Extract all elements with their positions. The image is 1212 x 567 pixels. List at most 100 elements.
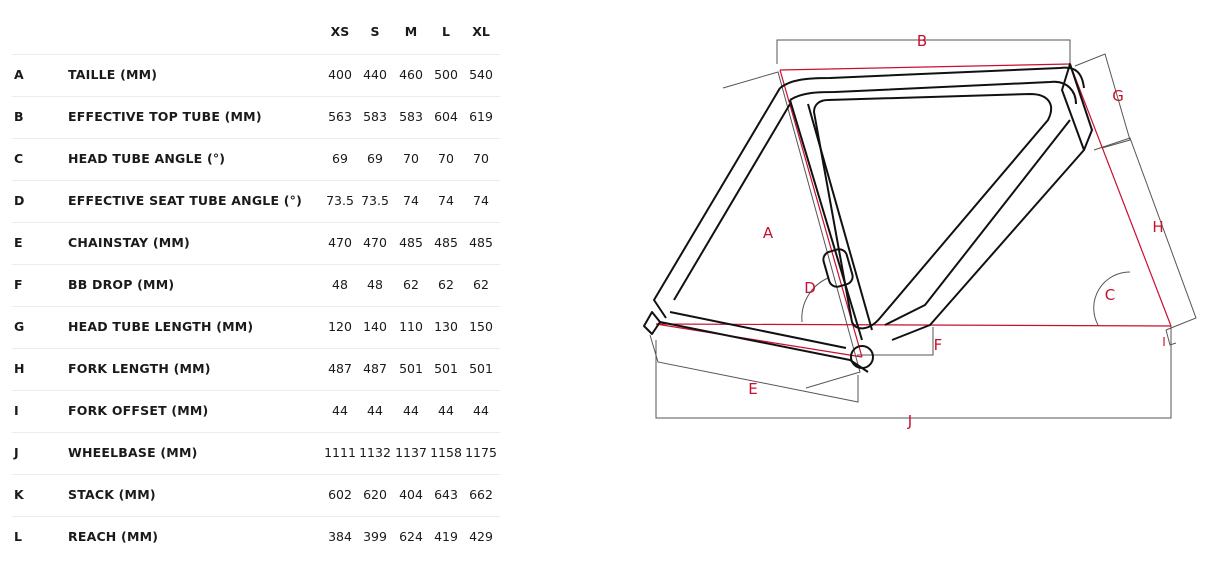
table-cell: 604 xyxy=(434,109,458,124)
row-key: C xyxy=(14,151,24,166)
table-cell: 404 xyxy=(399,487,423,502)
table-cell: 74 xyxy=(403,193,419,208)
table-cell: 44 xyxy=(332,403,348,418)
table-cell: 44 xyxy=(367,403,383,418)
label-i: I xyxy=(1162,335,1166,349)
table-cell: 620 xyxy=(363,487,387,502)
size-header-s: S xyxy=(370,24,380,39)
size-header-xs: XS xyxy=(330,24,350,39)
head-tube xyxy=(1061,63,1093,151)
label-f: F xyxy=(934,336,943,354)
table-cell: 120 xyxy=(328,319,352,334)
row-key: A xyxy=(14,67,24,82)
seat-tube-outer xyxy=(789,99,863,341)
row-label: EFFECTIVE TOP TUBE (MM) xyxy=(68,109,262,124)
down-tube xyxy=(891,149,1085,341)
steering-axis xyxy=(1069,63,1172,327)
size-header-m: M xyxy=(404,24,418,39)
row-label: EFFECTIVE SEAT TUBE ANGLE (°) xyxy=(68,193,303,208)
table-cell: 140 xyxy=(363,319,387,334)
down-tube-inner xyxy=(884,119,1071,326)
row-label: WHEELBASE (MM) xyxy=(68,445,198,460)
table-cell: 624 xyxy=(399,529,423,544)
table-cell: 501 xyxy=(434,361,458,376)
table-cell: 150 xyxy=(469,319,493,334)
table-cell: 399 xyxy=(363,529,387,544)
table-cell: 110 xyxy=(399,319,423,334)
table-cell: 602 xyxy=(328,487,352,502)
row-key: D xyxy=(14,193,25,208)
table-row: K STACK (MM) 602 620 404 643 662 xyxy=(12,474,500,517)
table-cell: 643 xyxy=(434,487,458,502)
table-cell: 44 xyxy=(403,403,419,418)
table-cell: 500 xyxy=(434,67,458,82)
table-cell: 73.5 xyxy=(326,193,354,208)
label-b: B xyxy=(917,32,927,50)
table-cell: 69 xyxy=(367,151,383,166)
seat-stay xyxy=(653,87,781,319)
row-key: E xyxy=(14,235,23,250)
table-cell: 487 xyxy=(328,361,352,376)
table-cell: 62 xyxy=(403,277,419,292)
table-cell: 540 xyxy=(469,67,493,82)
chainstay-inner xyxy=(669,311,847,349)
table-cell: 470 xyxy=(328,235,352,250)
table-cell: 501 xyxy=(399,361,423,376)
size-header-l: L xyxy=(442,24,450,39)
table-cell: 583 xyxy=(399,109,423,124)
dimension-lines xyxy=(649,39,1197,419)
label-e: E xyxy=(748,380,757,398)
table-cell: 62 xyxy=(473,277,489,292)
seat-stay-inner xyxy=(673,103,791,301)
label-j: J xyxy=(907,412,912,430)
label-g: G xyxy=(1112,87,1124,105)
table-cell: 485 xyxy=(434,235,458,250)
top-tube-axis xyxy=(779,63,1071,71)
table-cell: 1175 xyxy=(465,445,497,460)
table-cell: 662 xyxy=(469,487,493,502)
rear-dropout xyxy=(643,311,661,335)
table-cell: 563 xyxy=(328,109,352,124)
row-label: STACK (MM) xyxy=(68,487,156,502)
label-c: C xyxy=(1105,286,1115,304)
dim-d-arc xyxy=(801,277,829,323)
chainstay-axis xyxy=(655,323,863,358)
label-d: D xyxy=(804,279,816,297)
axle-line xyxy=(655,323,1172,327)
frame-geometry-diagram: B A G H C D F E J I xyxy=(630,0,1212,563)
size-header-xl: XL xyxy=(472,24,490,39)
dim-b-line xyxy=(776,39,1071,64)
dim-f-line xyxy=(857,327,934,356)
table-cell: 70 xyxy=(473,151,489,166)
table-cell: 384 xyxy=(328,529,352,544)
table-cell: 48 xyxy=(332,277,348,292)
geometry-lines xyxy=(655,63,1172,358)
row-key: B xyxy=(14,109,24,124)
table-cell: 44 xyxy=(438,403,454,418)
dim-e-line xyxy=(649,334,859,403)
table-cell: 487 xyxy=(363,361,387,376)
table-cell: 619 xyxy=(469,109,493,124)
table-cell: 419 xyxy=(434,529,458,544)
seat-tube-cutout xyxy=(822,248,854,288)
table-cell: 1158 xyxy=(430,445,462,460)
row-key: H xyxy=(14,361,25,376)
row-key: L xyxy=(14,529,22,544)
table-cell: 485 xyxy=(469,235,493,250)
table-cell: 460 xyxy=(399,67,423,82)
table-cell: 44 xyxy=(473,403,489,418)
table-cell: 48 xyxy=(367,277,383,292)
dim-h-line xyxy=(1093,137,1197,331)
row-key: K xyxy=(14,487,24,502)
dim-j-line xyxy=(655,326,1172,419)
row-label: BB DROP (MM) xyxy=(68,277,175,292)
top-tube-inner xyxy=(789,80,1077,105)
table-cell: 62 xyxy=(438,277,454,292)
